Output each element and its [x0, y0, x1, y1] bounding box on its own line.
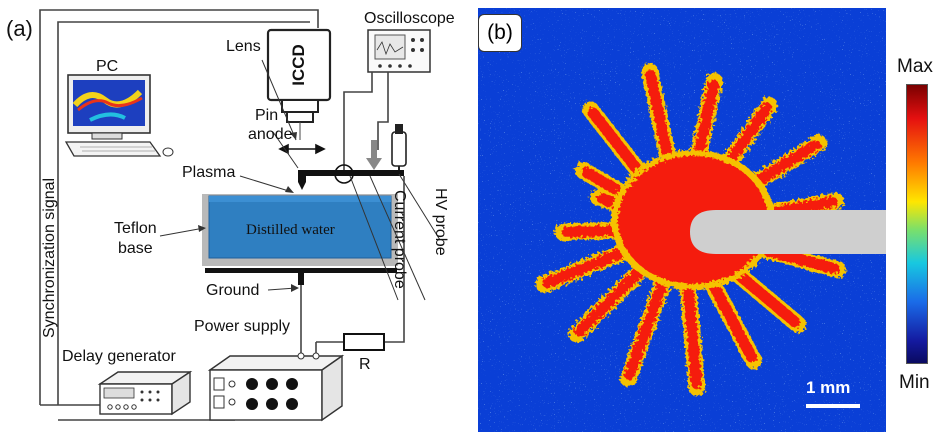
pin-anode-label-1: Pin: [255, 107, 278, 125]
resistor: [344, 334, 384, 350]
hv-probe-label: HV probe: [431, 188, 449, 256]
distilled-water-label: Distilled water: [246, 222, 335, 239]
scale-bar-label: 1 mm: [806, 378, 850, 398]
current-probe-label: Current probe: [390, 190, 408, 289]
anode-bar: [298, 170, 404, 176]
scale-bar: [806, 404, 860, 408]
plasma-label: Plasma: [182, 164, 235, 182]
pc-label: PC: [96, 58, 118, 76]
resistor-label: R: [359, 356, 371, 374]
hv-probe: [392, 124, 406, 173]
power-supply-label: Power supply: [194, 318, 290, 336]
oscilloscope-device: [368, 30, 430, 72]
oscilloscope-label: Oscilloscope: [364, 10, 455, 28]
ground-plate: [205, 268, 397, 273]
delay-generator-label: Delay generator: [62, 348, 176, 366]
iccd-label: ICCD: [289, 44, 309, 86]
lens-label: Lens: [226, 38, 261, 56]
ground-label: Ground: [206, 282, 259, 300]
colorbar-max-label: Max: [897, 56, 933, 78]
colorbar: [906, 84, 928, 364]
pin-anode-label-2: anode: [248, 126, 293, 144]
plasma-image: [478, 8, 886, 432]
electrode: [690, 210, 886, 254]
pc-computer: [66, 75, 173, 156]
sync-signal-label: Synchronization signal: [41, 178, 59, 338]
teflon-label-2: base: [118, 240, 153, 258]
probe-arrow: [366, 140, 382, 170]
panel-b-tag: (b): [478, 14, 522, 52]
colorbar-min-label: Min: [899, 372, 930, 394]
delay-generator-box: [100, 372, 190, 414]
panel-a-tag: (a): [6, 16, 33, 42]
teflon-label-1: Teflon: [114, 220, 157, 238]
power-supply-box: [210, 353, 342, 420]
